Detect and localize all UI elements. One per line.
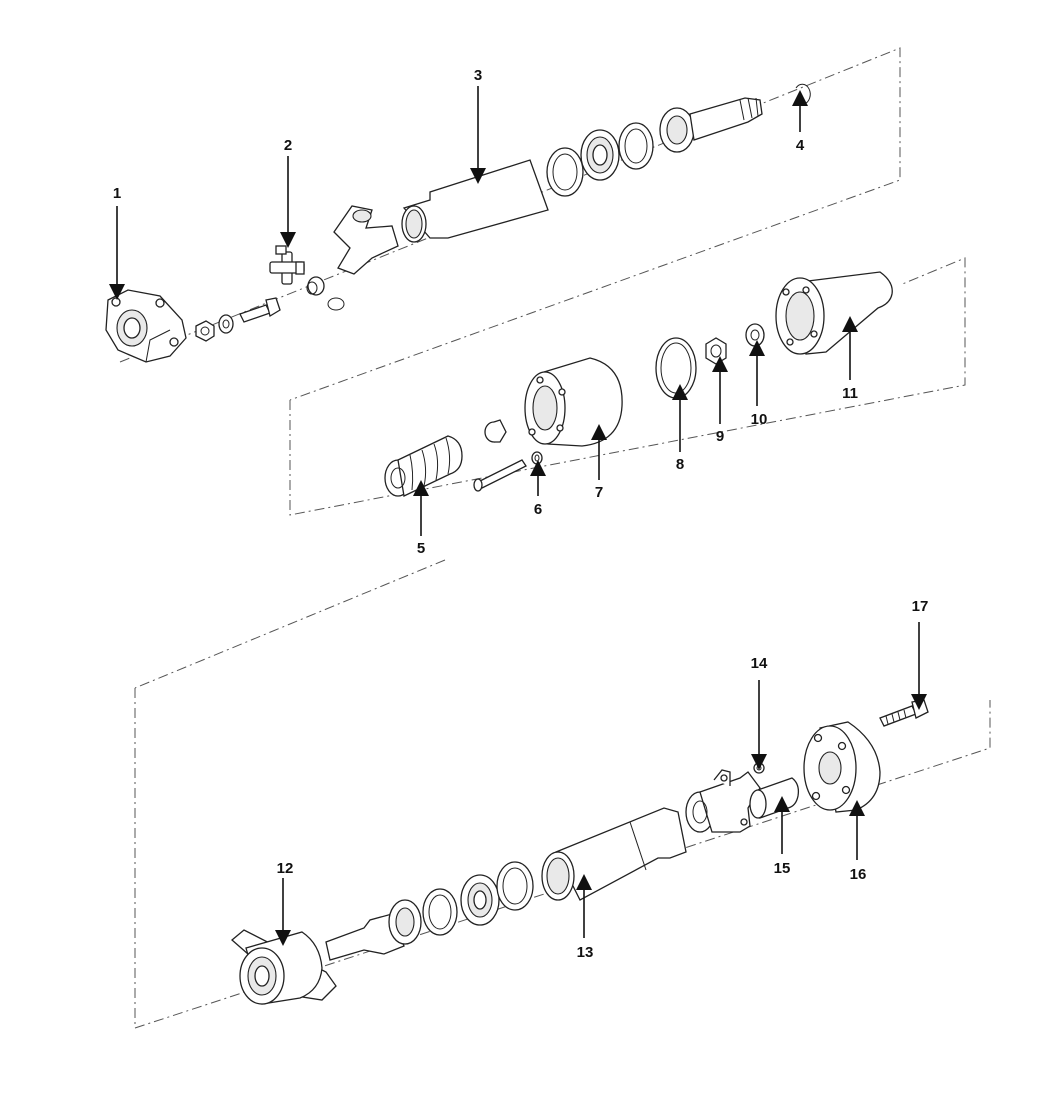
snap-ring-small <box>327 297 345 311</box>
lock-nut <box>195 320 215 342</box>
flex-coupling-part-16 <box>803 721 881 813</box>
rear-slip-yoke <box>685 769 761 833</box>
lower-seal-2 <box>496 861 534 911</box>
lower-seal-1 <box>422 888 458 936</box>
callout-10: 10 <box>751 411 768 428</box>
callout-5: 5 <box>417 540 425 557</box>
callout-13: 13 <box>577 944 594 961</box>
stub-shaft <box>659 97 763 153</box>
coupling-bolt-part-17 <box>879 699 929 727</box>
middle-to-lower-link-line <box>134 559 446 689</box>
callout-14: 14 <box>751 655 768 672</box>
lower-bearing <box>460 874 500 926</box>
callout-17: 17 <box>912 598 929 615</box>
callout-15: 15 <box>774 860 791 877</box>
callout-7: 7 <box>595 484 603 501</box>
callout-9: 9 <box>716 428 724 445</box>
center-bearing <box>580 129 620 181</box>
washer-part-14 <box>753 762 765 774</box>
callout-2: 2 <box>284 137 292 154</box>
rear-tube-part-13 <box>541 807 687 901</box>
cv-joint-housing-part-7 <box>524 357 623 447</box>
flange-yoke-part-1 <box>105 289 187 363</box>
cv-boot-part-5 <box>384 435 463 497</box>
bearing-seal <box>618 122 654 170</box>
companion-flange-part-11 <box>775 271 893 355</box>
leader-arrows <box>109 86 927 946</box>
lower-stub-shaft <box>325 899 422 961</box>
snap-ring-part-4 <box>795 83 811 105</box>
nut-part-9 <box>705 337 727 365</box>
washer-part-10 <box>745 323 765 347</box>
washer-part-6 <box>531 451 543 465</box>
callout-3: 3 <box>474 67 482 84</box>
callout-16: 16 <box>850 866 867 883</box>
boot-band-clamp <box>484 419 507 443</box>
callout-8: 8 <box>676 456 684 473</box>
callout-4: 4 <box>796 137 805 154</box>
flange-bolt <box>239 297 281 323</box>
ring-part-8 <box>655 337 697 399</box>
middle-group-boundary <box>289 257 966 516</box>
callout-6: 6 <box>534 501 542 518</box>
callout-1: 1 <box>113 185 121 202</box>
upper-group-boundary <box>119 47 901 401</box>
callout-11: 11 <box>842 385 858 402</box>
callout-labels: 1 2 3 4 5 6 7 8 9 10 11 12 13 14 15 16 1… <box>113 67 929 961</box>
bearing-cup <box>306 276 325 296</box>
center-support-bracket-part-12 <box>230 929 337 1005</box>
cv-joint-long-bolt <box>473 459 527 492</box>
washer <box>218 314 234 334</box>
slip-yoke <box>333 205 399 275</box>
dust-seal <box>546 147 584 197</box>
universal-joint-spider-part-2 <box>269 245 305 285</box>
front-tube-part-3 <box>401 159 549 243</box>
callout-12: 12 <box>277 860 294 877</box>
